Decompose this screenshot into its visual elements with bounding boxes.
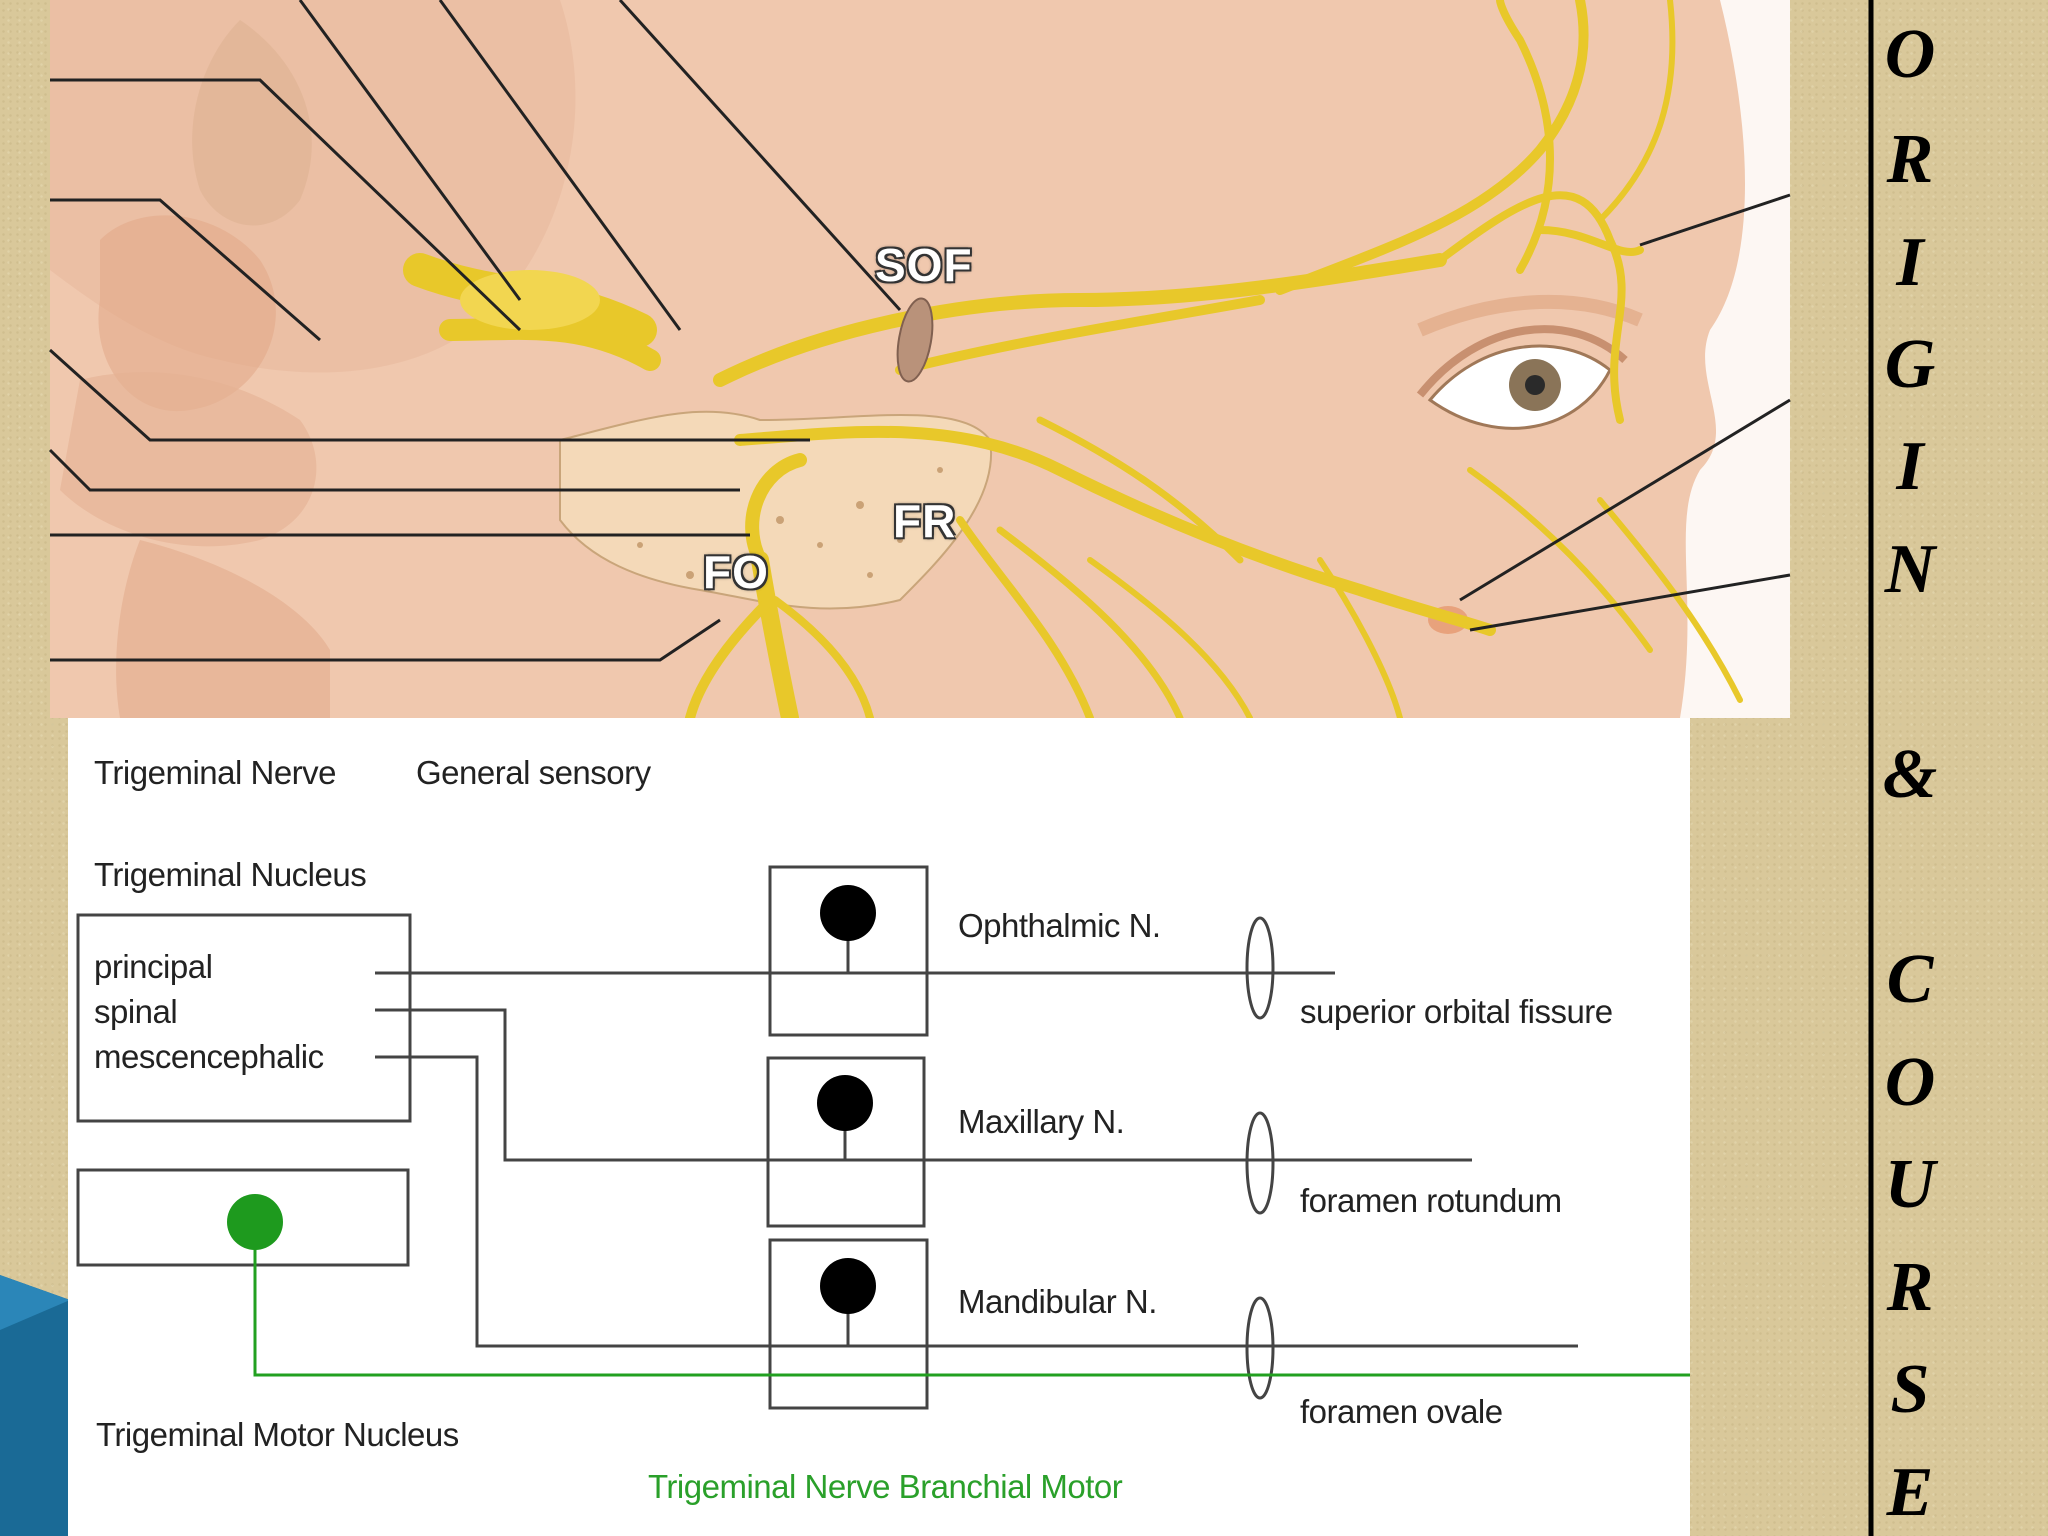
diagram-title-left: Trigeminal Nerve bbox=[94, 754, 337, 791]
nucleus-heading: Trigeminal Nucleus bbox=[94, 856, 367, 893]
foramen-rotundum: foramen rotundum bbox=[1300, 1182, 1562, 1219]
blue-accent-shape bbox=[0, 1275, 70, 1536]
sidebar-letter: & bbox=[1882, 736, 1938, 813]
sidebar-letter: I bbox=[1896, 428, 1924, 505]
nucleus-item-mescencephalic: mescencephalic bbox=[94, 1038, 324, 1075]
foramen-superior-orbital-fissure: superior orbital fissure bbox=[1300, 993, 1613, 1030]
sidebar-letter: U bbox=[1884, 1146, 1936, 1223]
ganglion-dots bbox=[817, 885, 876, 1314]
label-fo: FO bbox=[703, 546, 769, 598]
label-sof: SOF bbox=[875, 239, 973, 291]
motor-nucleus-label: Trigeminal Motor Nucleus bbox=[96, 1416, 459, 1453]
sidebar-letter: O bbox=[1884, 1044, 1936, 1121]
trigeminal-illustration bbox=[48, 0, 1791, 727]
branch-mandibular: Mandibular N. bbox=[958, 1283, 1157, 1320]
sidebar-letter: G bbox=[1884, 326, 1936, 403]
sidebar-letter: R bbox=[1886, 1249, 1934, 1326]
nucleus-item-principal: principal bbox=[94, 948, 213, 985]
sidebar-letter: E bbox=[1886, 1454, 1934, 1531]
sidebar-letter: I bbox=[1896, 224, 1924, 301]
branch-ophthalmic: Ophthalmic N. bbox=[958, 907, 1161, 944]
motor-nucleus-box bbox=[76, 1168, 410, 1267]
motor-caption: Trigeminal Nerve Branchial Motor bbox=[648, 1468, 1123, 1505]
foramen-ovale: foramen ovale bbox=[1300, 1393, 1503, 1430]
schematic-panel bbox=[68, 718, 1690, 1536]
label-fr: FR bbox=[893, 495, 957, 547]
sidebar-letter: C bbox=[1886, 941, 1934, 1018]
sidebar-letter: R bbox=[1886, 121, 1934, 198]
sidebar-letter: S bbox=[1890, 1351, 1930, 1428]
trigeminal-nucleus-box bbox=[76, 913, 412, 1123]
nucleus-item-spinal: spinal bbox=[94, 993, 178, 1030]
branch-maxillary: Maxillary N. bbox=[958, 1103, 1125, 1140]
diagram-title-right: General sensory bbox=[416, 754, 651, 791]
sidebar-letter: N bbox=[1884, 531, 1936, 608]
sidebar-letter: O bbox=[1884, 16, 1936, 93]
motor-nucleus-dot bbox=[227, 1194, 283, 1250]
